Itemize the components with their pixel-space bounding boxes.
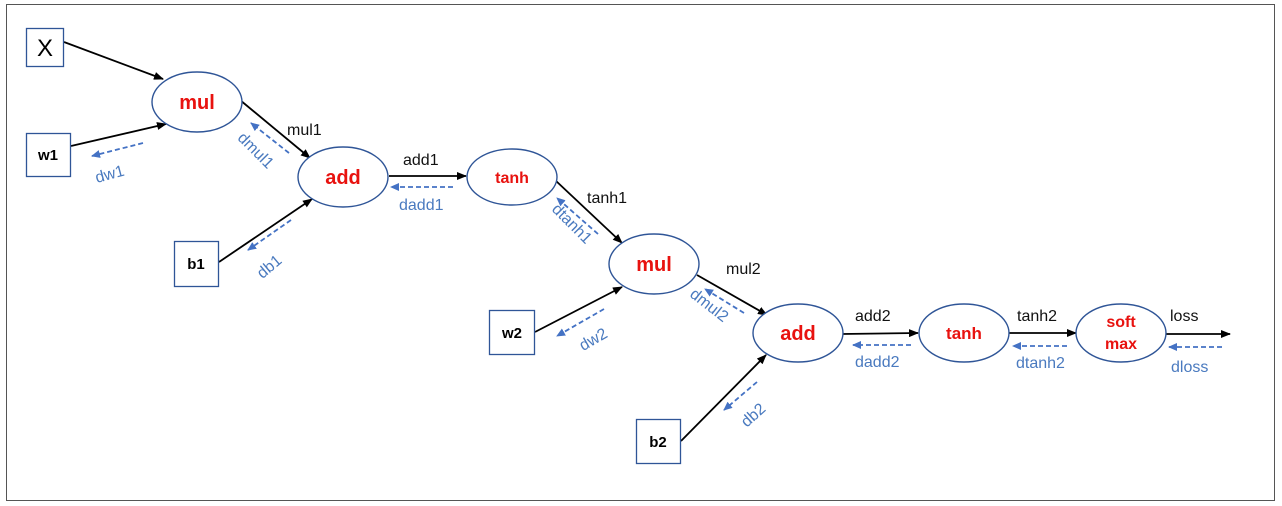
input-w1-box: w1: [25, 132, 72, 178]
node-mul1: mul: [151, 71, 243, 133]
input-x-label: X: [37, 35, 53, 62]
node-add1: add: [297, 146, 389, 208]
bwd-label-dadd1: dadd1: [399, 197, 444, 214]
node-add1-label: add: [325, 167, 361, 189]
forward-edges: [63, 41, 1231, 442]
fwd-label-add1: add1: [403, 152, 439, 169]
edge-b2-to-add2: [680, 354, 767, 442]
edge-mul2-to-add2: [696, 274, 768, 316]
bwd-label-db2: db2: [738, 400, 769, 431]
edge-w2-to-mul2: [534, 286, 623, 333]
fwd-label-tanh2: tanh2: [1017, 308, 1057, 325]
input-x-box: X: [25, 27, 65, 68]
input-w2-label: w2: [501, 325, 522, 342]
bwd-label-dadd2: dadd2: [855, 354, 900, 371]
fwd-label-add2: add2: [855, 308, 891, 325]
bwd-label-dloss: dloss: [1171, 359, 1208, 376]
bwd-label-dw1: dw1: [93, 163, 126, 187]
node-tanh1-label: tanh: [495, 170, 529, 187]
input-b1-box: b1: [173, 240, 220, 288]
fwd-label-tanh1: tanh1: [587, 190, 627, 207]
edge-tanh1-to-mul2: [554, 179, 623, 244]
fwd-label-mul1: mul1: [287, 122, 322, 139]
bwd-label-db1: db1: [254, 252, 285, 282]
grad-edge-dmul1: [250, 122, 290, 154]
node-tanh1: tanh: [466, 148, 558, 206]
input-b2-box: b2: [635, 418, 682, 465]
node-tanh2: tanh: [918, 303, 1010, 363]
bwd-label-dw2: dw2: [577, 325, 611, 354]
grad-edge-db2: [723, 381, 758, 411]
input-b1-label: b1: [187, 256, 205, 273]
input-b2-label: b2: [649, 434, 667, 451]
bwd-label-dmul1: dmul1: [234, 130, 277, 173]
node-softmax-label-line1: soft: [1106, 314, 1136, 331]
edge-b1-to-add1: [218, 198, 313, 263]
grad-edge-db1: [247, 219, 292, 251]
edge-x-to-mul1: [63, 41, 164, 80]
input-w1-label: w1: [37, 147, 58, 164]
fwd-label-loss: loss: [1170, 308, 1198, 325]
bwd-label-dtanh1: dtanh1: [548, 201, 595, 248]
node-softmax: soft max: [1075, 303, 1167, 363]
grad-edge-dtanh1: [556, 197, 599, 235]
forward-labels: mul1 add1 tanh1 mul2 add2 tanh2 loss: [287, 122, 1198, 325]
fwd-label-mul2: mul2: [726, 261, 761, 278]
node-mul2-label: mul: [636, 254, 672, 276]
node-mul1-label: mul: [179, 92, 215, 114]
node-add2: add: [752, 303, 844, 363]
edge-add2-to-tanh2: [841, 329, 919, 338]
node-add2-label: add: [780, 323, 816, 345]
node-softmax-label-line2: max: [1105, 336, 1137, 353]
bwd-label-dtanh2: dtanh2: [1016, 355, 1065, 372]
edge-w1-to-mul1: [70, 122, 167, 147]
grad-edge-dw2: [556, 308, 605, 337]
backward-edges: [91, 122, 1222, 411]
diagram-frame: [6, 4, 1275, 501]
edge-mul1-to-add1: [239, 99, 311, 159]
grad-edge-dw1: [91, 142, 144, 158]
input-w2-box: w2: [488, 309, 536, 356]
node-tanh2-label: tanh: [946, 324, 982, 343]
node-mul2: mul: [608, 233, 700, 295]
